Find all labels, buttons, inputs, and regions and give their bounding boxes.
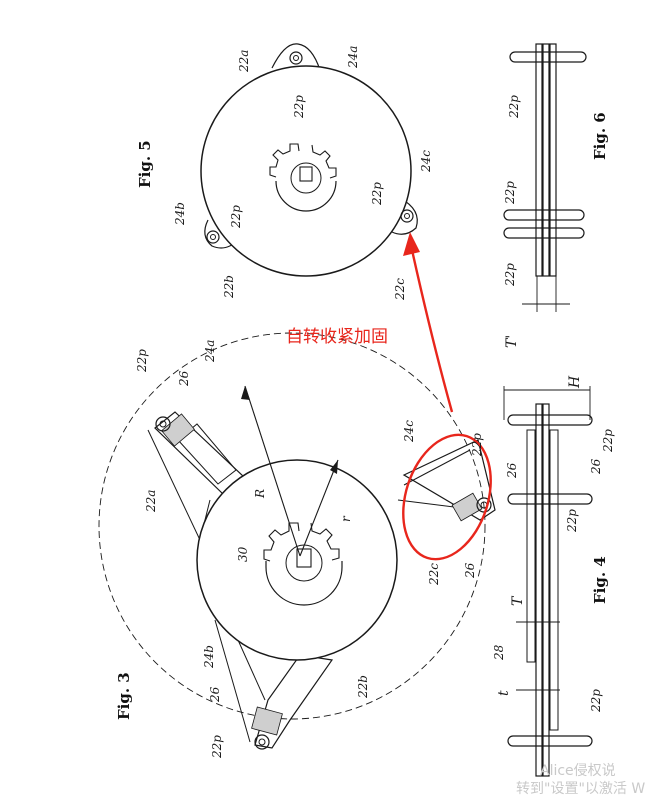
fig5-label-22a: 22a <box>237 50 251 73</box>
fig4-pin-mid <box>507 493 593 505</box>
fig5-pin-right <box>400 209 414 223</box>
fig3-label-26-bottom: 26 <box>208 686 222 703</box>
fig5-gear <box>269 143 337 212</box>
fig3-outer-dashed-circle <box>98 332 486 720</box>
fig3-pad-right <box>451 492 483 522</box>
fig3-arm-22b-long <box>214 619 251 743</box>
fig4-label-22p-a: 22p <box>601 429 615 453</box>
fig5-lug-top <box>271 43 321 71</box>
fig4-plate-1 <box>535 403 543 777</box>
fig4-label-26-b: 26 <box>589 458 603 475</box>
watermark-line-1: Alice侵权说 <box>540 763 616 779</box>
fig3-label-24c: 24c <box>402 420 416 443</box>
fig3-label-22b: 22b <box>356 675 370 699</box>
fig6-plate-3 <box>549 43 557 277</box>
fig3-gear <box>263 522 343 606</box>
fig3-label-22p-bottom: 22p <box>210 735 224 759</box>
fig4-title: Fig. 4 <box>591 556 609 604</box>
fig4-label-t: t <box>496 690 512 696</box>
fig6-group: 22p 22p 22p T' Fig. 6 <box>503 43 609 348</box>
fig4-label-T: T <box>510 595 526 606</box>
fig4-label-26-a: 26 <box>505 462 519 479</box>
fig3-label-22p-top: 22p <box>135 349 149 373</box>
fig5-pin-left-hole <box>210 234 216 240</box>
annotation-text: 自转收紧加固 <box>286 327 388 347</box>
fig5-lug-left <box>204 219 239 249</box>
fig3-arm-22a-long <box>147 429 201 541</box>
fig6-pin-low <box>503 227 585 239</box>
fig5-lug-right <box>391 197 418 235</box>
fig6-pin-top <box>509 51 587 63</box>
fig3-label-24a: 24a <box>203 340 217 363</box>
fig6-plate-1 <box>535 43 543 277</box>
fig3-pin-top-hole <box>159 420 167 428</box>
fig3-R-arrowhead <box>241 386 250 400</box>
fig5-pin-top-hole <box>293 55 299 61</box>
fig5-title: Fig. 5 <box>136 140 154 188</box>
fig6-label-22p-3: 22p <box>503 263 517 287</box>
fig3-label-30: 30 <box>236 546 250 562</box>
fig3-label-26-right: 26 <box>463 562 477 579</box>
fig5-pin-top <box>289 51 303 65</box>
fig3-r-arrowhead <box>330 460 338 474</box>
fig5-label-22p-right: 22p <box>370 182 384 206</box>
fig3-arm-22a <box>154 411 246 495</box>
fig3-pad-top <box>161 413 195 447</box>
fig5-pin-right-hole <box>404 213 410 219</box>
fig3-label-24b: 24b <box>202 645 216 669</box>
fig3-pin-top <box>155 416 171 432</box>
fig3-pin-bottom <box>254 734 270 750</box>
fig3-label-22c: 22c <box>427 563 441 586</box>
fig4-plate-2 <box>542 403 550 777</box>
watermark-line-2: 转到"设置"以激活 W <box>516 781 646 797</box>
fig4-label-22p-b: 22p <box>565 509 579 533</box>
fig3-label-22p-right: 22p <box>470 433 484 457</box>
fig6-plate-2 <box>542 43 550 277</box>
fig5-label-22b: 22b <box>222 275 236 299</box>
fig4-pad-left <box>526 429 536 663</box>
fig3-arm-22b-inner <box>237 639 266 701</box>
fig5-label-24c: 24c <box>419 150 433 173</box>
fig3-title: Fig. 3 <box>115 672 133 720</box>
fig5-label-24a: 24a <box>346 46 360 69</box>
fig5-label-24b: 24b <box>173 202 187 226</box>
fig5-group: 22a 24a 22p 24c 22p 22c 24b 22p 22b Fig.… <box>136 43 433 301</box>
fig3-pad-bottom <box>251 706 283 736</box>
fig6-label-T-prime: T' <box>504 335 520 348</box>
fig5-pin-left <box>206 230 220 244</box>
fig4-label-H: H <box>567 375 583 389</box>
fig3-arm-22b <box>254 654 334 749</box>
fig4-label-28: 28 <box>492 644 506 661</box>
fig6-pin-mid <box>503 209 585 221</box>
fig6-title: Fig. 6 <box>591 112 609 160</box>
annotation-arrow <box>403 232 454 413</box>
fig3-pin-bottom-hole <box>258 738 266 746</box>
fig4-pin-bottom <box>507 735 593 747</box>
fig3-label-r: r <box>339 515 353 522</box>
fig4-label-22p-c: 22p <box>589 689 603 713</box>
fig3-label-R: R <box>253 489 267 499</box>
fig5-disk <box>200 65 412 277</box>
fig3-group: 22p 26 24a 22a R r 30 24c 22p 22c 26 24b… <box>98 332 496 759</box>
fig3-label-22a: 22a <box>144 490 158 513</box>
fig6-label-22p-2: 22p <box>503 181 517 205</box>
fig4-pin-top <box>507 414 593 426</box>
fig3-label-26-top: 26 <box>177 370 191 387</box>
fig3-r-arrow <box>299 459 339 557</box>
fig5-label-22c: 22c <box>393 278 407 301</box>
fig3-arm-22c-inner <box>403 449 471 486</box>
fig3-R-arrow <box>244 385 301 557</box>
fig4-group: H 22p 26 26 22p 28 T t 22p Fig. 4 <box>492 375 615 777</box>
fig5-label-22p-left: 22p <box>229 205 243 229</box>
fig3-highlight-circle <box>402 433 492 561</box>
fig5-label-22p-top: 22p <box>292 95 306 119</box>
fig6-label-22p-1: 22p <box>507 95 521 119</box>
fig4-pad-right <box>549 429 559 731</box>
